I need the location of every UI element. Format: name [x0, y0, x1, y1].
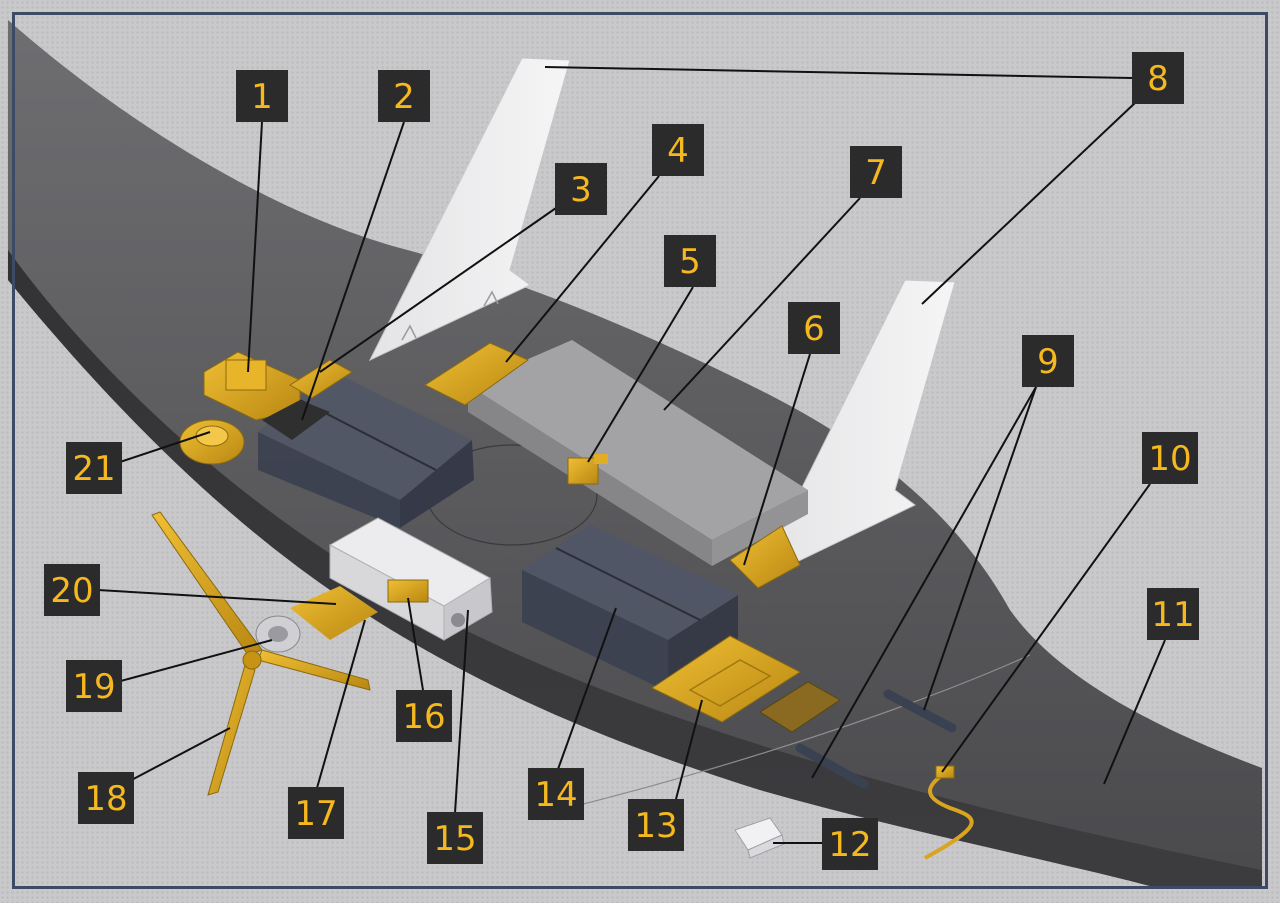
callout-21: 21	[66, 442, 122, 494]
callout-7: 7	[850, 146, 902, 198]
callout-11-label: 11	[1151, 595, 1194, 635]
callout-3: 3	[555, 163, 607, 215]
callout-16-label: 16	[402, 697, 445, 737]
callout-19: 19	[66, 660, 122, 712]
callout-5-label: 5	[679, 242, 701, 282]
motor-housing	[255, 586, 378, 653]
callout-18: 18	[78, 772, 134, 824]
front-equipment	[179, 351, 353, 465]
callout-9-label: 9	[1037, 342, 1059, 382]
callout-20-label: 20	[50, 571, 93, 611]
small-servo	[734, 817, 785, 859]
flight-controller-board	[650, 635, 841, 733]
callout-9: 9	[1022, 335, 1074, 387]
callout-6: 6	[788, 302, 840, 354]
callout-1-label: 1	[251, 77, 273, 117]
callout-15-label: 15	[433, 819, 476, 859]
callout-13-label: 13	[634, 806, 677, 846]
callout-6-label: 6	[803, 309, 825, 349]
leader-lines	[97, 66, 1166, 844]
callout-12-label: 12	[828, 825, 871, 865]
upper-battery-packs	[258, 370, 474, 528]
callout-3-label: 3	[570, 170, 592, 210]
callout-11: 11	[1147, 588, 1199, 640]
callout-2: 2	[378, 70, 430, 122]
servo-center	[567, 454, 608, 485]
callout-2-label: 2	[393, 77, 415, 117]
callout-1: 1	[236, 70, 288, 122]
callout-7-label: 7	[865, 153, 887, 193]
callout-12: 12	[822, 818, 878, 870]
spar-bars	[795, 689, 957, 789]
propeller	[151, 511, 371, 796]
callout-18-label: 18	[84, 779, 127, 819]
callout-17-label: 17	[294, 794, 337, 834]
callout-15: 15	[427, 812, 483, 864]
mount-plates	[423, 342, 801, 589]
diagram-frame	[12, 12, 1268, 889]
callout-17: 17	[288, 787, 344, 839]
callout-21-label: 21	[72, 449, 115, 489]
pitot-tube	[924, 765, 974, 860]
callout-10: 10	[1142, 432, 1198, 484]
callout-8-label: 8	[1147, 59, 1169, 99]
callout-10-label: 10	[1148, 439, 1191, 479]
callout-4-label: 4	[667, 131, 689, 171]
callout-13: 13	[628, 799, 684, 851]
callout-4: 4	[652, 124, 704, 176]
callout-19-label: 19	[72, 667, 115, 707]
callout-20: 20	[44, 564, 100, 616]
callout-16: 16	[396, 690, 452, 742]
motor-mount-block	[328, 517, 493, 641]
callout-8: 8	[1132, 52, 1184, 104]
callout-5: 5	[664, 235, 716, 287]
callout-14: 14	[528, 768, 584, 820]
callout-14-label: 14	[534, 775, 577, 815]
